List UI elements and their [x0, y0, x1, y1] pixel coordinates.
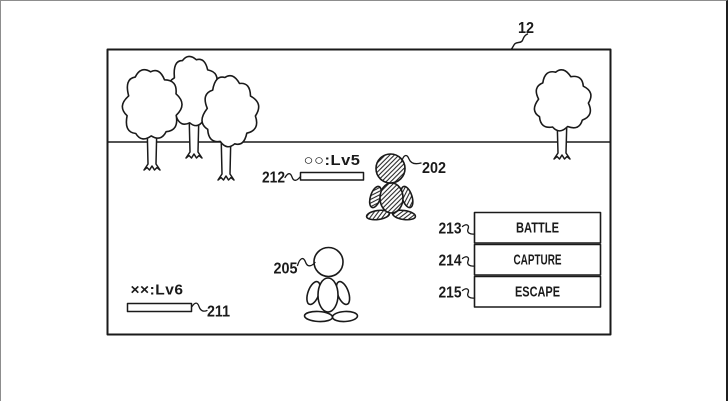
tree-group-right — [533, 68, 592, 160]
enemy-hp-bar — [299, 171, 365, 181]
ref-label-214: 214 — [439, 253, 462, 270]
ref-label-205: 205 — [274, 261, 298, 278]
player-body — [317, 277, 339, 313]
enemy-body — [379, 182, 404, 214]
player-hp-bar — [126, 302, 193, 313]
lead-line-202 — [400, 154, 422, 165]
lead-line-205 — [296, 257, 316, 267]
player-head — [313, 246, 344, 278]
enemy-character — [365, 153, 417, 221]
tree-canopy — [121, 68, 183, 140]
lead-line-215 — [461, 288, 476, 299]
menu-item-capture[interactable] — [473, 243, 602, 276]
menu-item-escape[interactable] — [473, 275, 602, 308]
ref-label-211: 211 — [207, 304, 230, 321]
lead-line-213 — [461, 224, 476, 235]
ref-label-213: 213 — [439, 221, 462, 238]
lead-line-212 — [284, 173, 302, 181]
lead-line-214 — [461, 256, 476, 267]
enemy-head — [375, 153, 406, 184]
tree-canopy — [201, 74, 260, 148]
menu-item-battle-label: BATTLE — [516, 220, 559, 237]
enemy-level-text: ○○:Lv5 — [304, 152, 361, 169]
tree-canopy — [533, 68, 592, 132]
ref-label-202: 202 — [422, 160, 446, 177]
command-menu: BATTLE CAPTURE ESCAPE — [473, 211, 602, 308]
player-right-foot — [331, 310, 359, 323]
menu-item-capture-label: CAPTURE — [514, 252, 562, 269]
player-character — [303, 246, 359, 323]
ref-label-212: 212 — [262, 170, 285, 187]
ref-label-215: 215 — [439, 285, 462, 302]
lead-line-211 — [191, 302, 208, 312]
player-level-text: ××:Lv6 — [131, 282, 184, 299]
lead-line-12 — [510, 33, 529, 51]
ref-label-12: 12 — [518, 20, 534, 37]
game-screen-frame — [106, 48, 612, 336]
menu-item-battle[interactable] — [473, 211, 602, 244]
menu-item-escape-label: ESCAPE — [515, 284, 560, 301]
tree-group-left — [121, 55, 260, 181]
